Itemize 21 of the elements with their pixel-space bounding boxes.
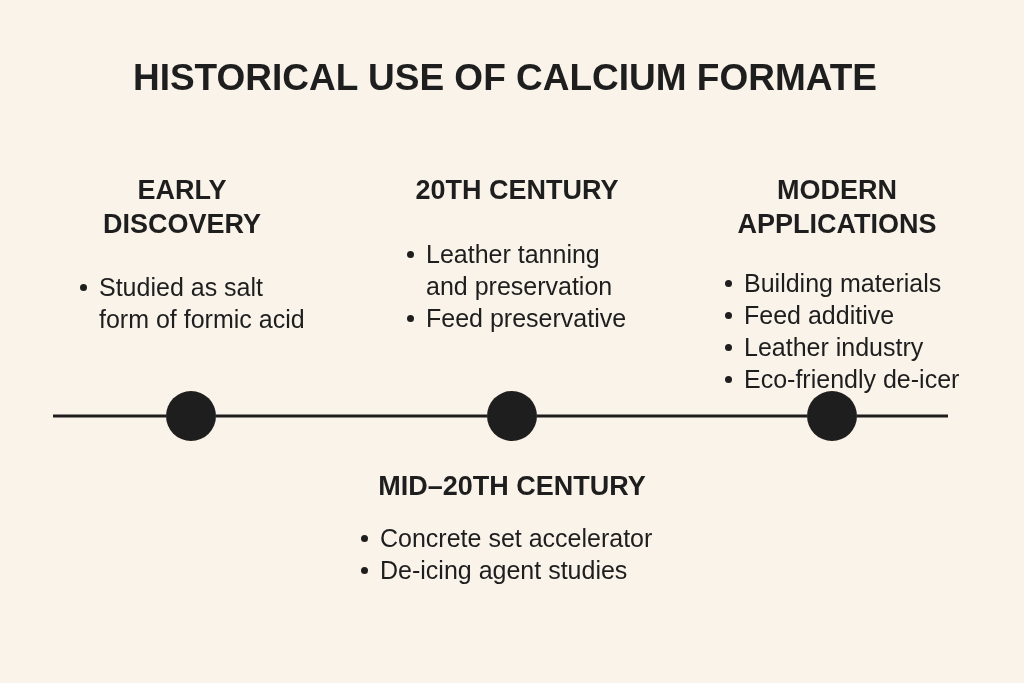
list-item-text: Leather industry — [744, 332, 924, 363]
list-item-text: De-icing agent studies — [380, 555, 628, 586]
list-item-text: Leather tanning and preservation — [426, 239, 614, 302]
period-heading: MODERN APPLICATIONS — [737, 174, 937, 241]
list-item-text: Studied as salt form of formic acid — [99, 272, 306, 335]
period-heading: 20TH CENTURY — [415, 174, 619, 207]
list-item-text: Concrete set accelerator — [380, 523, 653, 554]
timeline-line — [537, 414, 807, 418]
list-item-text: Eco-friendly de-icer — [744, 364, 960, 395]
timeline-dot — [166, 391, 216, 441]
timeline-line — [857, 414, 948, 418]
timeline-dot — [487, 391, 537, 441]
timeline-dot — [807, 391, 857, 441]
list-item-text: Building materials — [744, 268, 942, 299]
list-item-text: Feed preservative — [426, 303, 627, 334]
diagram-title: HISTORICAL USE OF CALCIUM FORMATE — [132, 56, 878, 100]
period-heading: MID–20TH CENTURY — [378, 470, 646, 503]
period-heading: EARLY DISCOVERY — [103, 174, 261, 241]
list-item-text: Feed additive — [744, 300, 895, 331]
timeline-line — [216, 414, 487, 418]
timeline-line — [53, 414, 166, 418]
